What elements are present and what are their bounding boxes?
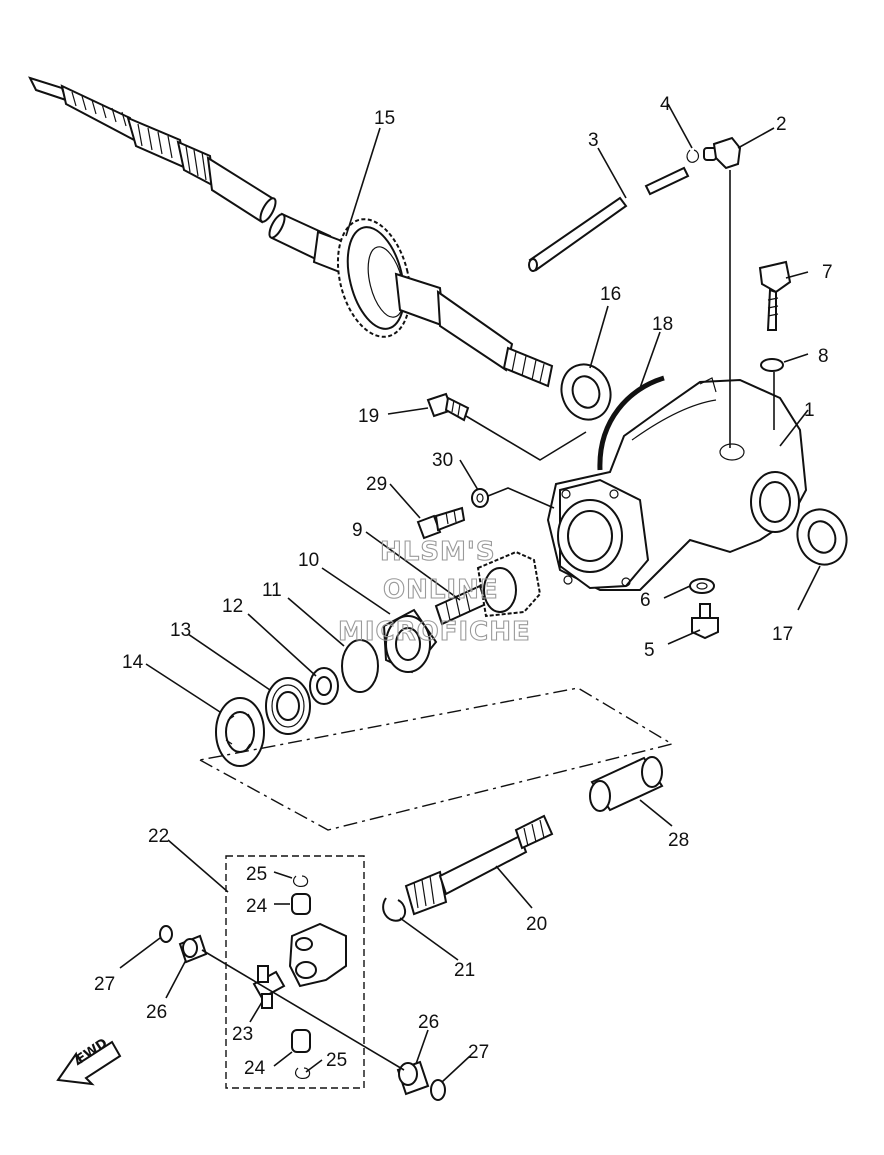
bushing-part-26-right [396, 1060, 430, 1096]
callout-3: 3 [588, 130, 599, 151]
callout-10: 10 [298, 550, 319, 571]
callout-17: 17 [772, 624, 793, 645]
assembly-centerline [199, 687, 674, 831]
watermark-line-2: ONLINE [383, 575, 499, 605]
callout-21: 21 [454, 960, 475, 981]
lower-casing-part-1 [546, 377, 808, 591]
callout-27-left: 27 [94, 974, 115, 995]
callout-8: 8 [818, 346, 829, 367]
oil-seal-part-16 [560, 363, 612, 421]
bearing-shell-part-18 [597, 375, 665, 471]
circlip-part-27-right [430, 1079, 446, 1101]
callout-19: 19 [358, 406, 379, 427]
callout-4: 4 [660, 94, 671, 115]
callout-15: 15 [374, 108, 395, 129]
bearing-cup-part-24-bottom [291, 1029, 311, 1053]
callout-12: 12 [222, 596, 243, 617]
bearing-part-10 [382, 608, 438, 674]
bearing-cup-part-24-top [291, 893, 311, 915]
washer-part-30 [471, 488, 489, 508]
circlip-part-27-left [159, 925, 173, 943]
callout-28: 28 [668, 830, 689, 851]
o-ring-part-8 [760, 358, 784, 372]
drain-plug-part-5 [691, 603, 719, 640]
callout-5: 5 [644, 640, 655, 661]
callout-26-right: 26 [418, 1012, 439, 1033]
callout-6: 6 [640, 590, 651, 611]
callout-24-top: 24 [246, 896, 268, 917]
callout-7: 7 [822, 262, 833, 283]
bolt-part-29 [416, 506, 466, 540]
gasket-part-6 [689, 578, 715, 594]
callout-25-top: 25 [246, 864, 267, 885]
vent-screw-part-7 [758, 260, 792, 331]
ring-nut-part-14 [215, 697, 265, 767]
callout-24-bottom: 24 [244, 1058, 266, 1079]
callout-labels: 1 2 3 4 5 6 7 8 9 10 11 12 13 14 15 16 1… [94, 94, 833, 1079]
callout-14: 14 [122, 652, 144, 673]
o-ring-part-11 [341, 639, 379, 693]
fwd-arrow-icon: FWD [56, 1036, 122, 1086]
callout-1: 1 [804, 400, 815, 421]
bushing-part-28 [589, 756, 664, 812]
watermark: HLSM'S ONLINE MICROFICHE [337, 536, 531, 647]
callout-18: 18 [652, 314, 673, 335]
callout-25-bottom: 25 [326, 1050, 347, 1071]
yoke-part [288, 922, 347, 988]
callout-26-left: 26 [146, 1002, 167, 1023]
drive-shaft-part-20 [404, 814, 554, 916]
callout-27-right: 27 [468, 1042, 489, 1063]
oil-seal-part-17 [796, 508, 848, 566]
hose-part-3 [528, 166, 690, 272]
callout-29: 29 [366, 474, 387, 495]
callout-11: 11 [262, 580, 282, 601]
elbow-fitting-part-2 [703, 136, 742, 170]
watermark-line-1: HLSM'S [380, 537, 496, 567]
bearing-part-12 [309, 667, 339, 705]
spider-part-23 [252, 965, 286, 1009]
callout-2: 2 [776, 114, 787, 135]
drive-shaft-part-15 [28, 76, 554, 388]
watermark-line-3: MICROFICHE [338, 617, 531, 647]
callout-16: 16 [600, 284, 621, 305]
clip-part-4 [686, 149, 700, 163]
callout-20: 20 [526, 914, 547, 935]
circlip-part-25-top [292, 875, 309, 887]
callout-22: 22 [148, 826, 169, 847]
callout-13: 13 [170, 620, 191, 641]
callout-9: 9 [352, 520, 363, 541]
circlip-part-25-bottom [294, 1067, 311, 1079]
pinion-gear-part-9 [434, 550, 542, 626]
circlip-part-21 [382, 897, 406, 922]
leader-lines [119, 103, 821, 1083]
bolt-part-19 [426, 392, 470, 422]
universal-joint-kit-box [225, 855, 365, 1089]
bearing-part-13 [265, 677, 311, 735]
callout-30: 30 [432, 450, 453, 471]
callout-23: 23 [232, 1024, 253, 1045]
bushing-part-26-left [178, 934, 208, 964]
